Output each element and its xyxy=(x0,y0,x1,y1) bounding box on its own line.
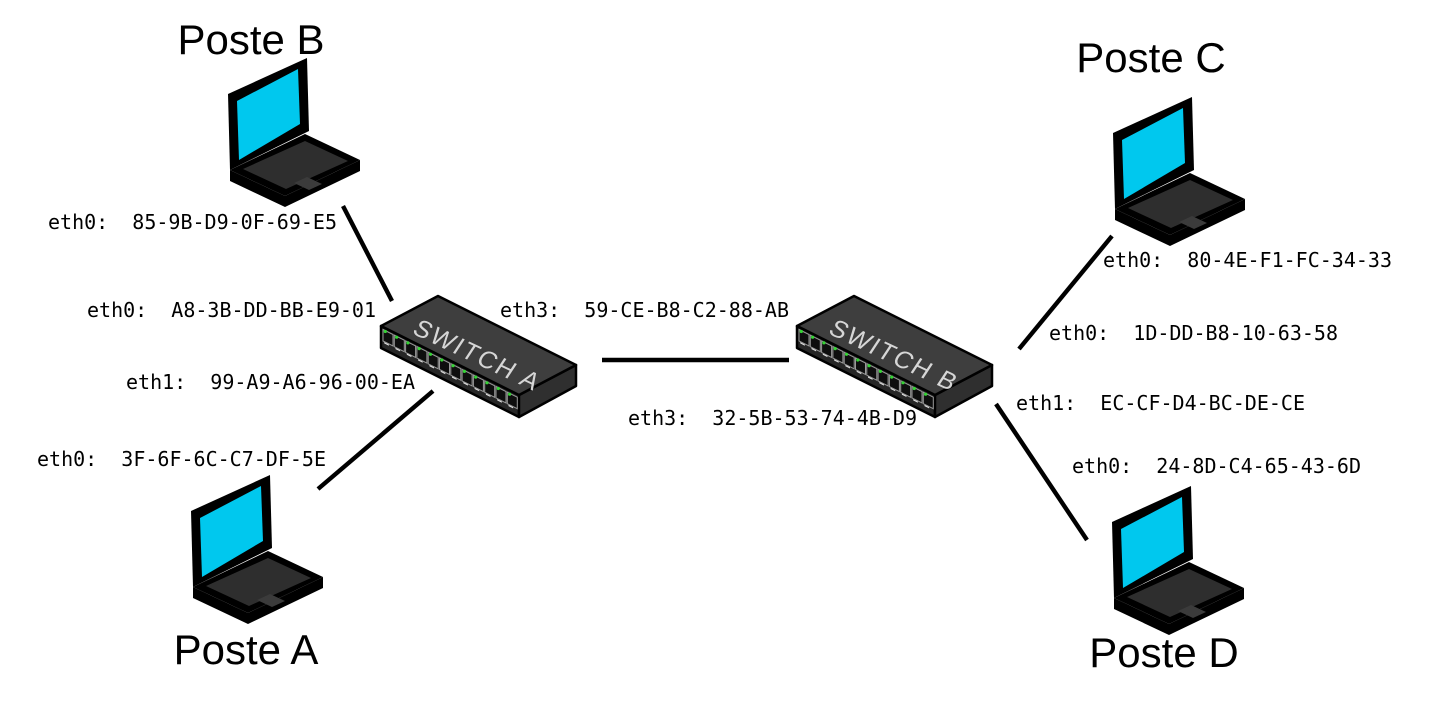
poste-b-eth0-label: eth0: 85-9B-D9-0F-69-E5 xyxy=(48,210,337,234)
link-switch-a-to-poste-a xyxy=(316,389,435,491)
poste-d-title: Poste D xyxy=(1089,629,1238,676)
link-switch-b-to-poste-d xyxy=(994,402,1089,542)
poste-c-eth0-label: eth0: 80-4E-F1-FC-34-33 xyxy=(1103,248,1392,272)
poste-d-eth0-label: eth0: 24-8D-C4-65-43-6D xyxy=(1072,454,1361,478)
switch-b: SWITCH B xyxy=(797,296,992,417)
poste-a-title: Poste A xyxy=(174,626,319,673)
poste-a-eth0-label: eth0: 3F-6F-6C-C7-DF-5E xyxy=(37,447,326,471)
poste-a-laptop xyxy=(191,475,323,624)
poste-d-laptop xyxy=(1112,486,1244,635)
switch-b-eth3-label: eth3: 32-5B-53-74-4B-D9 xyxy=(628,406,917,430)
poste-b-laptop xyxy=(228,58,360,207)
link-poste-b-to-switch-a xyxy=(341,204,394,303)
poste-c-laptop xyxy=(1113,97,1245,246)
switch-a-eth1-label: eth1: 99-A9-A6-96-00-EA xyxy=(126,370,415,394)
link-poste-c-to-switch-b xyxy=(1017,234,1114,351)
poste-c-title: Poste C xyxy=(1076,34,1225,81)
switch-a-eth0-label: eth0: A8-3B-DD-BB-E9-01 xyxy=(87,298,376,322)
switch-b-eth0-label: eth0: 1D-DD-B8-10-63-58 xyxy=(1049,321,1338,345)
poste-b-title: Poste B xyxy=(177,16,324,63)
switch-a-eth3-label: eth3: 59-CE-B8-C2-88-AB xyxy=(500,298,789,322)
switch-b-eth1-label: eth1: EC-CF-D4-BC-DE-CE xyxy=(1016,391,1305,415)
